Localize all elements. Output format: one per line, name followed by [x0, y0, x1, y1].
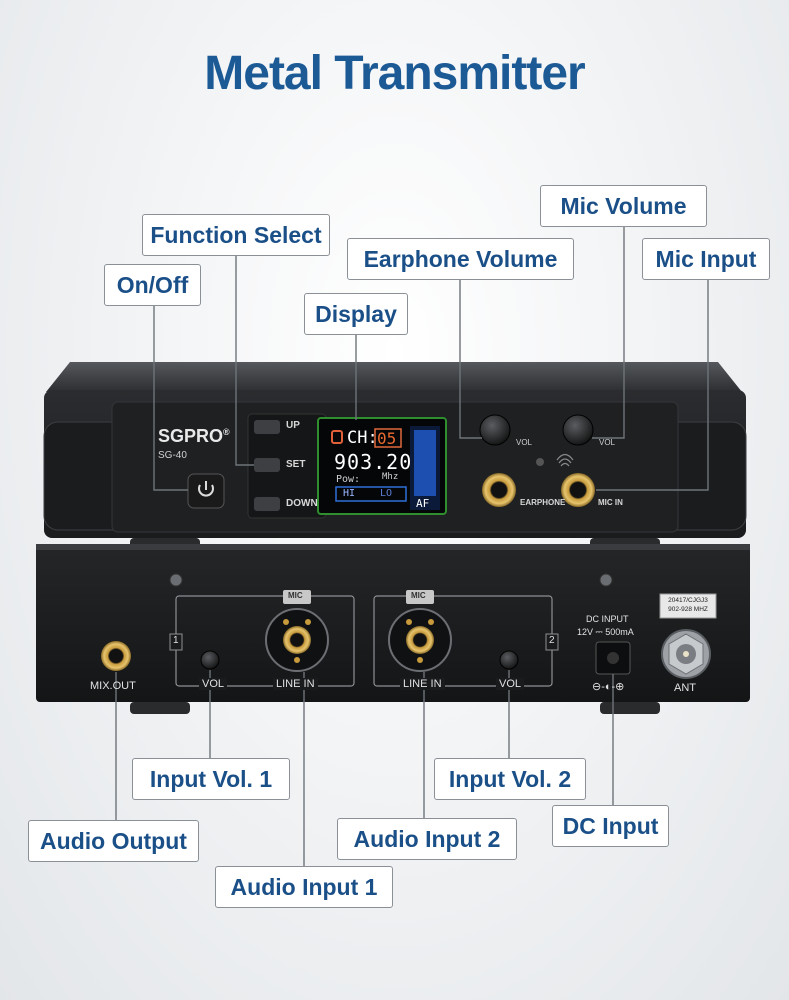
earphone-volume-knob[interactable]: [479, 414, 511, 446]
set-button[interactable]: [254, 458, 280, 472]
mic-in-jack-label: MIC IN: [598, 498, 623, 507]
power-icon: [198, 481, 214, 497]
certification-sticker: 20417/CJGJ3 902-928 MHZ: [668, 597, 708, 613]
brand-logo: SGPRO®: [158, 426, 230, 446]
dc-rating-label: 12V ⎓ 500mA: [577, 627, 634, 637]
page-title: Metal Transmitter: [204, 47, 585, 100]
lcd-channel-value: 05: [377, 429, 397, 448]
mic-volume-callout: Mic Volume: [540, 185, 707, 227]
lcd-power-label: Pow:: [336, 474, 361, 485]
antenna-connector[interactable]: [661, 629, 711, 679]
indicator-led: [536, 458, 544, 466]
signal-icon: [556, 453, 574, 467]
set-button-label: SET: [286, 459, 306, 470]
mic-input-callout: Mic Input: [642, 238, 770, 280]
leader-lines: [115, 226, 709, 868]
mic-volume-knob[interactable]: [562, 414, 594, 446]
xlr-1-tag: MIC: [288, 591, 303, 600]
antenna-label: ANT: [674, 682, 696, 694]
down-button[interactable]: [254, 497, 280, 511]
earphone-vol-label: VOL: [516, 438, 533, 447]
on-off-callout: On/Off: [104, 264, 201, 306]
audio-input-1-callout: Audio Input 1: [215, 866, 393, 908]
earphone-jack-label: EARPHONE: [520, 498, 566, 507]
line-in-1-label: LINE IN: [273, 678, 318, 690]
display-callout: Display: [304, 293, 408, 335]
mic-input-jack[interactable]: [561, 473, 595, 507]
lock-icon: [331, 430, 343, 444]
input-vol-1-knob[interactable]: [200, 650, 220, 670]
channel-1-marker: 1: [173, 635, 179, 646]
function-select-callout: Function Select: [142, 214, 330, 256]
line-in-1-jack[interactable]: [265, 590, 329, 672]
lcd-frequency: 903.20: [334, 450, 413, 474]
input-vol-1-callout: Input Vol. 1: [132, 758, 290, 800]
lcd-unit: Mhz: [382, 472, 399, 482]
front-unit: [43, 362, 747, 548]
lcd-power-hi: HI: [343, 488, 356, 499]
dc-input-label: DC INPUT: [586, 614, 629, 624]
channel-2-marker: 2: [549, 635, 555, 646]
mic-vol-label: VOL: [599, 438, 616, 447]
mix-out-label: MIX.OUT: [90, 680, 136, 692]
input-vol-2-knob[interactable]: [499, 650, 519, 670]
line-in-2-jack[interactable]: [388, 590, 452, 672]
earphone-jack[interactable]: [482, 473, 516, 507]
up-button-label: UP: [286, 420, 300, 431]
xlr-2-tag: MIC: [411, 591, 426, 600]
line-in-2-label: LINE IN: [400, 678, 445, 690]
lcd-af-label: AF: [416, 497, 430, 510]
rear-unit: [36, 544, 750, 714]
power-button[interactable]: [187, 473, 225, 509]
lcd-power-lo: LO: [380, 488, 393, 499]
up-button[interactable]: [254, 420, 280, 434]
mix-out-jack[interactable]: [101, 641, 131, 671]
dc-input-callout: DC Input: [552, 805, 669, 847]
audio-output-callout: Audio Output: [28, 820, 199, 862]
vol-1-label: VOL: [199, 678, 228, 690]
polarity-symbol: ⊖-◐-⊕: [592, 681, 625, 693]
input-vol-2-callout: Input Vol. 2: [434, 758, 586, 800]
vol-2-label: VOL: [496, 678, 525, 690]
audio-input-2-callout: Audio Input 2: [337, 818, 517, 860]
lcd-channel-label: CH:: [347, 428, 378, 448]
model-label: SG-40: [158, 450, 187, 461]
down-button-label: DOWN: [286, 498, 318, 509]
earphone-volume-callout: Earphone Volume: [347, 238, 574, 280]
